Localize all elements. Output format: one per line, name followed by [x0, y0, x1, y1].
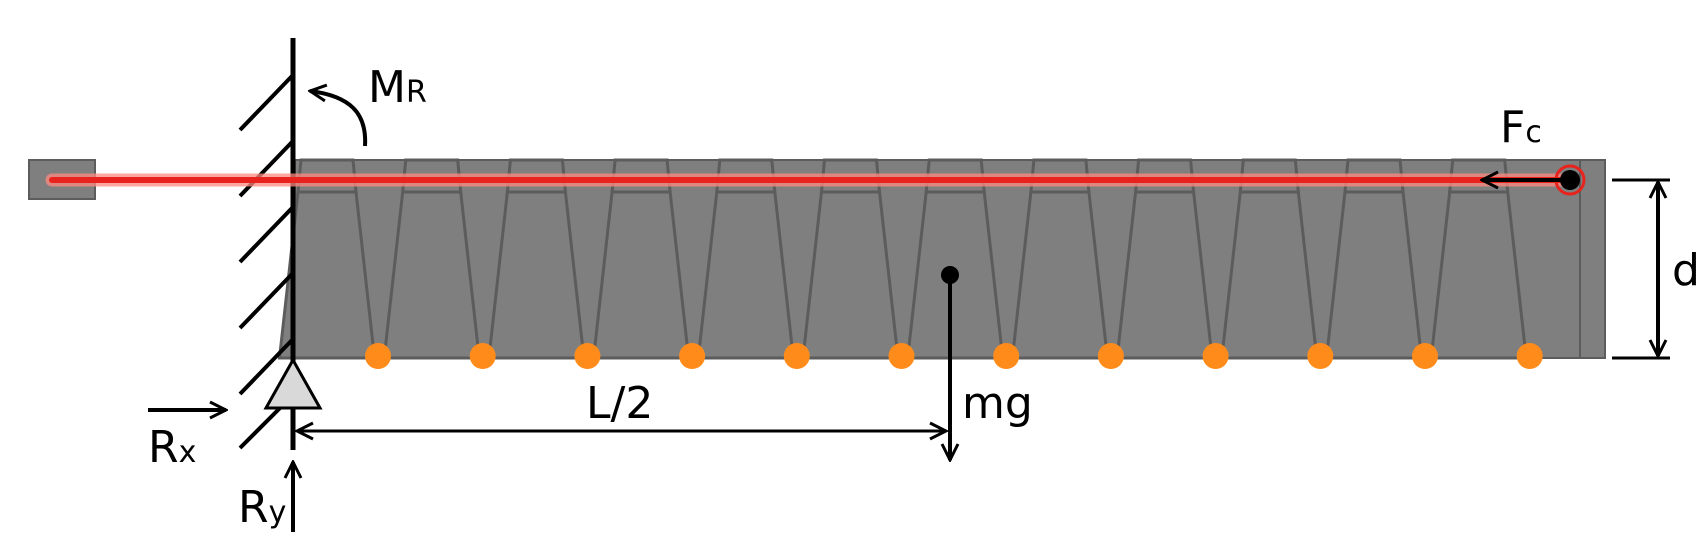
segment-body: [591, 190, 691, 360]
joint-marker: [1412, 343, 1438, 369]
joint-marker: [1202, 343, 1229, 369]
moment-arrow: [310, 91, 368, 147]
segment-body: [1324, 190, 1424, 360]
segment-body: [487, 190, 586, 360]
joint-marker: [993, 343, 1020, 369]
joint-marker: [1307, 343, 1334, 369]
joint-markers: [365, 343, 1543, 369]
depth-label: d: [1672, 245, 1700, 296]
moment-label: MR: [368, 62, 427, 113]
joint-marker: [574, 343, 601, 369]
reaction-y-label: Ry: [238, 482, 286, 533]
segment-body: [1429, 190, 1528, 360]
segment-body: [1220, 190, 1319, 360]
segment-body: [696, 190, 795, 360]
reaction-x-label: Rx: [148, 422, 196, 473]
segment-body: [382, 190, 481, 360]
half-length-label: L/2: [586, 378, 653, 429]
joint-marker: [679, 343, 706, 369]
segment-body: [1010, 190, 1110, 360]
joint-marker: [365, 343, 391, 369]
weight-label: mg: [962, 378, 1033, 429]
depth-dimension: [1612, 178, 1670, 360]
joint-marker: [888, 343, 915, 369]
cable-force-label: Fc: [1500, 102, 1542, 153]
segment-body: [801, 190, 900, 360]
arm-end-block: [1579, 159, 1606, 359]
joint-marker: [1097, 343, 1124, 369]
joint-marker: [1516, 343, 1543, 369]
joint-marker: [783, 343, 810, 369]
pin-support: [263, 356, 323, 410]
joint-marker: [469, 343, 496, 369]
segment-body: [1115, 190, 1214, 360]
